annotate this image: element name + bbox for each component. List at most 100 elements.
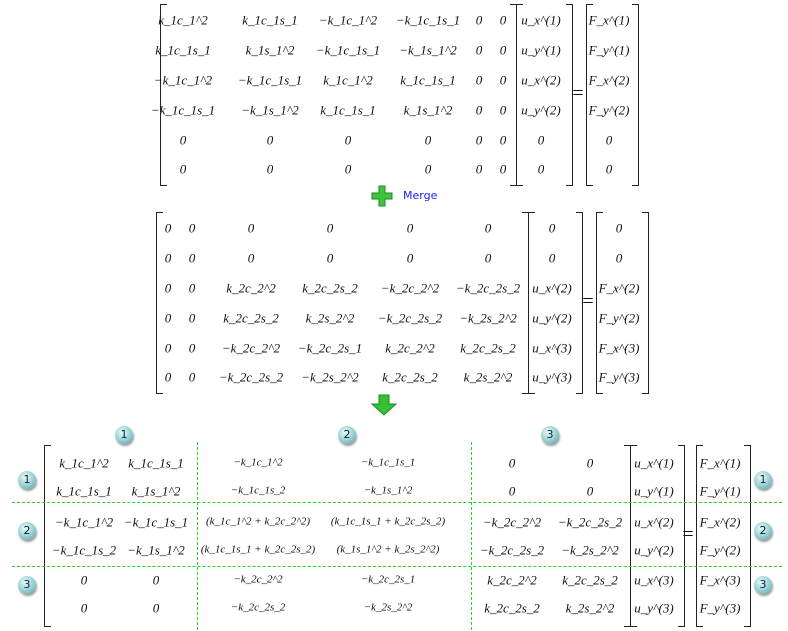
force-entry: 0 [615, 220, 623, 236]
f-vector-left-bracket [596, 212, 603, 394]
displacement-entry: u_x^(3) [634, 572, 674, 588]
matrix-entry: −k_1c_1s_2 [51, 542, 117, 558]
matrix-entry: k_1c_1s_1 [400, 72, 456, 88]
force-entry: F_x^(1) [588, 12, 630, 28]
force-entry: F_y^(2) [699, 542, 741, 558]
matrix-entry: 0 [247, 220, 255, 236]
matrix-entry: k_1s_1^2 [245, 42, 295, 58]
matrix-entry: −k_1s_1^2 [241, 102, 299, 118]
matrix-entry: 0 [499, 72, 507, 88]
matrix-entry: −k_2s_2^2 [459, 310, 517, 326]
force-entry: F_x^(2) [598, 280, 640, 296]
matrix-entry: −k_1c_1s_1 [315, 42, 381, 58]
matrix1-left-bracket [160, 4, 167, 186]
force-entry: 0 [605, 161, 613, 177]
matrix-entry: k_2s_2^2 [565, 600, 615, 616]
matrix-entry: 0 [326, 250, 334, 266]
matrix-entry: k_1c_1s_1 [155, 42, 211, 58]
matrix-entry: k_1c_1s_1 [56, 483, 112, 499]
displacement-entry: u_y^(2) [521, 102, 561, 118]
matrix-entry: −k_1c_1s_2 [230, 484, 286, 497]
matrix-entry: −k_1c_1s_1 [123, 514, 189, 530]
matrix-entry: k_1c_1s_1 [128, 455, 184, 471]
matrix-entry: −k_2c_2s_2 [377, 310, 443, 326]
displacement-entry: 0 [548, 220, 556, 236]
plus-icon [371, 185, 393, 211]
matrix-entry: 0 [188, 220, 196, 236]
matrix-entry: k_1c_1^2 [323, 72, 373, 88]
matrix-entry: 0 [475, 72, 483, 88]
force-entry: F_x^(3) [699, 572, 741, 588]
matrix-entry: −k_1c_1s_1 [237, 72, 303, 88]
matrix-entry: 0 [188, 280, 196, 296]
matrix-entry: k_1s_1^2 [403, 102, 453, 118]
node-number-badge: 1 [115, 426, 133, 444]
u-vector-left-bracket [516, 4, 523, 186]
matrix-entry: 0 [326, 220, 334, 236]
matrix-entry: 0 [164, 280, 172, 296]
displacement-entry: u_y^(3) [532, 369, 572, 385]
node-number-badge: 2 [18, 522, 36, 540]
matrix3-left-bracket [44, 445, 51, 627]
matrix-entry: −k_2c_2^2 [482, 514, 542, 530]
node-number-badge: 1 [18, 471, 36, 489]
displacement-entry: u_y^(2) [532, 310, 572, 326]
force-entry: F_x^(3) [598, 340, 640, 356]
matrix-entry: 0 [164, 310, 172, 326]
matrix-entry: 0 [508, 455, 516, 471]
matrix-entry: 0 [586, 455, 594, 471]
matrix-entry: k_2c_2s_2 [223, 310, 279, 326]
matrix-entry: k_2c_2s_2 [562, 572, 618, 588]
equals-sign: = [572, 82, 584, 105]
matrix-entry: 0 [424, 161, 432, 177]
matrix-entry: −k_2s_2^2 [561, 542, 619, 558]
matrix-entry: k_2c_2^2 [226, 280, 276, 296]
merge-label: Merge [403, 189, 438, 202]
matrix-entry: 0 [164, 340, 172, 356]
partition-line-horizontal [12, 502, 782, 503]
displacement-entry: u_x^(2) [532, 280, 572, 296]
node-number-badge: 1 [754, 471, 772, 489]
matrix-entry: 0 [188, 340, 196, 356]
matrix-entry: k_1c_1^2 [59, 455, 109, 471]
matrix-entry: −k_1c_1^2 [153, 72, 213, 88]
matrix-entry: 0 [499, 161, 507, 177]
matrix-entry: 0 [266, 161, 274, 177]
displacement-entry: 0 [537, 132, 545, 148]
matrix-entry: 0 [188, 310, 196, 326]
u-vector-left-bracket [528, 212, 535, 394]
displacement-entry: u_x^(2) [634, 514, 674, 530]
matrix-entry: 0 [475, 42, 483, 58]
force-entry: F_x^(1) [699, 455, 741, 471]
matrix-entry: 0 [188, 369, 196, 385]
f-vector-left-bracket [586, 4, 593, 186]
force-entry: F_y^(1) [699, 483, 741, 499]
matrix-entry: 0 [484, 250, 492, 266]
matrix-entry: (k_1c_1s_1 + k_2c_2s_2) [330, 515, 446, 528]
matrix-entry: 0 [406, 250, 414, 266]
f-vector-right-bracket [642, 212, 649, 394]
matrix-entry: 0 [80, 572, 88, 588]
matrix-entry: 0 [164, 220, 172, 236]
equals-sign: = [582, 290, 594, 313]
matrix-entry: 0 [188, 250, 196, 266]
matrix-entry: 0 [179, 161, 187, 177]
partition-line-horizontal [12, 566, 782, 567]
matrix-entry: −k_2c_2^2 [380, 280, 440, 296]
node-number-badge: 3 [754, 576, 772, 594]
equals-sign: = [682, 523, 694, 546]
matrix-entry: k_1c_1^2 [158, 12, 208, 28]
matrix-entry: −k_2s_2^2 [363, 601, 413, 614]
displacement-entry: u_y^(3) [634, 600, 674, 616]
matrix-entry: 0 [508, 483, 516, 499]
matrix-entry: k_2c_2s_2 [382, 369, 438, 385]
matrix-entry: k_2c_2s_2 [460, 340, 516, 356]
u-vector-right-bracket [566, 4, 573, 186]
matrix-entry: 0 [406, 220, 414, 236]
force-entry: F_y^(2) [598, 310, 640, 326]
matrix-entry: k_2s_2^2 [305, 310, 355, 326]
matrix-entry: −k_1c_1s_1 [150, 102, 216, 118]
displacement-entry: u_x^(1) [521, 12, 561, 28]
displacement-entry: 0 [548, 250, 556, 266]
matrix-entry: k_1c_1s_1 [320, 102, 376, 118]
